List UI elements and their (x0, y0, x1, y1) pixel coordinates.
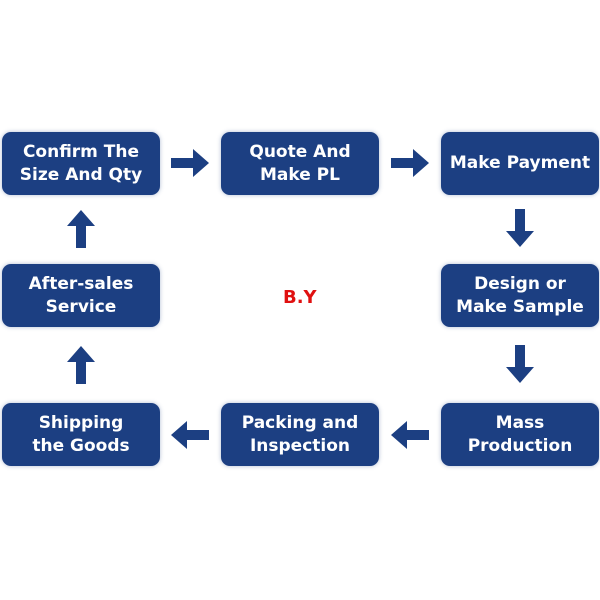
arrow-right-icon (391, 149, 429, 177)
step-label: Make PL (260, 164, 340, 185)
arrow-left-icon (391, 421, 429, 449)
arrow-down-icon (506, 345, 534, 383)
step-make-payment: Make Payment (441, 132, 599, 195)
step-label: After-sales (28, 273, 134, 294)
brand-mark: B.Y (283, 287, 317, 308)
step-label: Size And Qty (19, 164, 143, 185)
step-label: Make Sample (456, 296, 584, 317)
step-label: Confirm The (22, 141, 140, 162)
step-label: Quote And (249, 141, 351, 162)
step-label: Service (45, 296, 117, 317)
step-label: Design or (474, 273, 566, 294)
arrow-up-icon (67, 346, 95, 384)
step-label: Make Payment (449, 153, 591, 173)
arrow-left-icon (171, 421, 209, 449)
step-label: Packing and (241, 412, 359, 433)
step-label: Mass (495, 412, 545, 433)
arrow-up-icon (67, 210, 95, 248)
arrow-down-icon (506, 209, 534, 247)
step-label: Shipping (38, 412, 124, 433)
step-label: the Goods (32, 435, 130, 456)
step-label: Production (467, 435, 573, 456)
step-label: Inspection (249, 435, 351, 456)
arrow-right-icon (171, 149, 209, 177)
